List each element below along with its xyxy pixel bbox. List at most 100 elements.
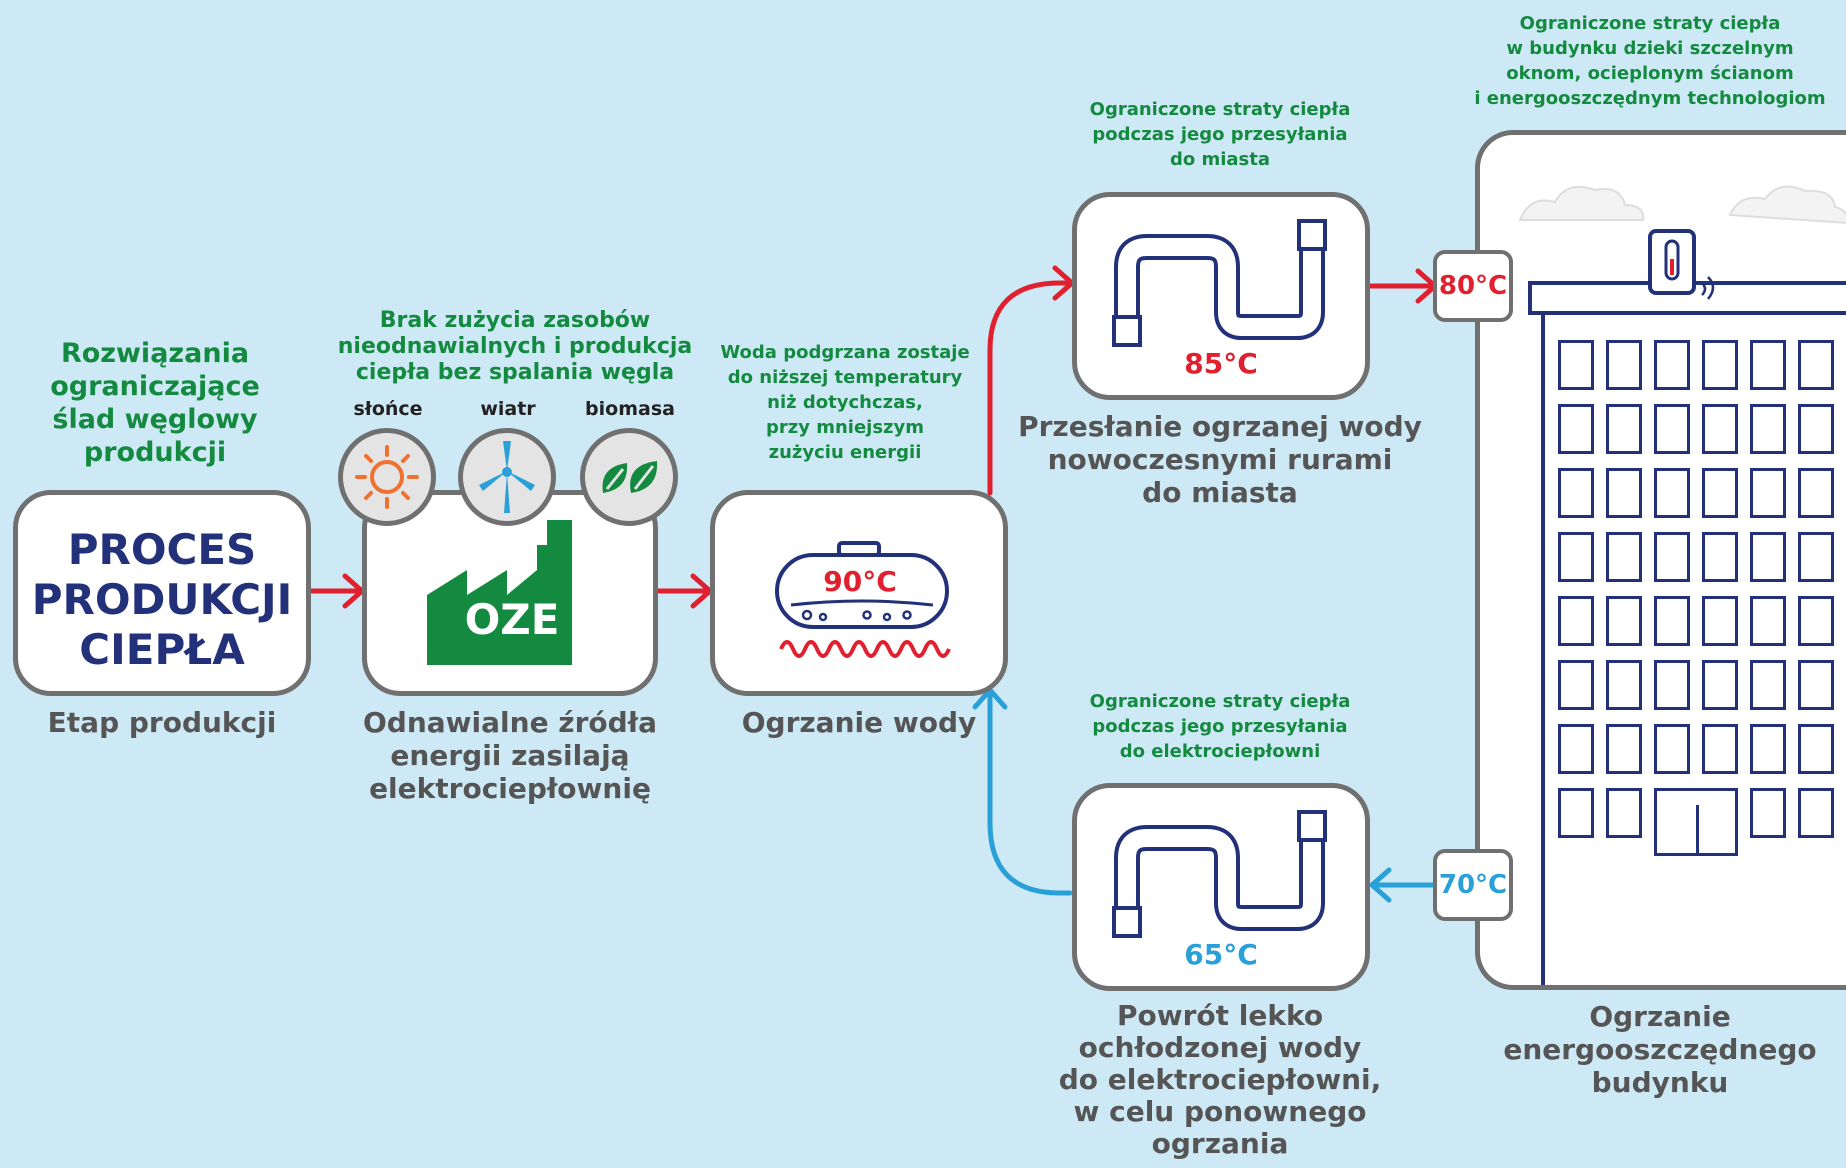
supply-caption: Przesłanie ogrzanej wody nowoczesnymi ru… [1015, 410, 1425, 509]
heating-temperature: 90°C [823, 565, 897, 598]
stage2-caption-line: elektrociepłownię [369, 772, 651, 805]
building-window [1750, 660, 1786, 710]
building-window [1558, 724, 1594, 774]
building-window [1654, 532, 1690, 582]
source-label-sun: słońce [353, 398, 423, 420]
stage1-heading-line: ślad węglowy [52, 404, 258, 435]
building-window [1702, 724, 1738, 774]
supply-note-line: podczas jego przesyłania [1092, 124, 1348, 145]
stage3-note-line: zużyciu energii [768, 442, 922, 463]
building-window [1558, 340, 1594, 390]
building-window [1702, 660, 1738, 710]
building-window [1702, 468, 1738, 518]
building-note-line: i energooszczędnym technologiom [1474, 88, 1826, 109]
stage3-note: Woda podgrzana zostaje do niższej temper… [710, 340, 980, 465]
process-title-line: CIEPŁA [79, 625, 245, 674]
building-note-line: oknom, ocieplonym ścianom [1506, 63, 1794, 84]
building-window [1558, 404, 1594, 454]
wind-turbine-icon [479, 441, 535, 513]
building-window [1702, 532, 1738, 582]
supply-temperature: 85°C [1184, 347, 1258, 380]
oze-label: OZE [464, 595, 560, 644]
building-window [1558, 788, 1594, 838]
return-caption-line: do elektrociepłowni, [1058, 1063, 1382, 1096]
production-process-box: PROCES PRODUKCJI CIEPŁA [13, 490, 311, 696]
building-window [1798, 788, 1834, 838]
building-window [1750, 532, 1786, 582]
sun-circle [338, 428, 436, 526]
supply-caption-line: nowoczesnymi rurami [1047, 443, 1393, 476]
leaves-icon [602, 461, 658, 493]
stage1-heading-line: Rozwiązania [60, 338, 250, 369]
building-window [1798, 468, 1834, 518]
building-window [1654, 596, 1690, 646]
building-note-line: w budynku dzieki szczelnym [1506, 38, 1794, 59]
return-note-line: podczas jego przesyłania [1092, 716, 1348, 737]
arrow-building-to-return [1369, 867, 1436, 903]
stage2-caption-line: Odnawialne źródła [363, 706, 657, 739]
supply-note-line: do miasta [1169, 149, 1271, 170]
arrow-supply-to-building [1366, 268, 1438, 304]
building-window [1606, 404, 1642, 454]
building-window [1750, 724, 1786, 774]
return-note-line: Ograniczone straty ciepła [1089, 691, 1351, 712]
return-caption: Powrót lekko ochłodzonej wody do elektro… [1015, 1000, 1425, 1160]
building-windows [1558, 340, 1846, 970]
building-window [1798, 724, 1834, 774]
building-window [1606, 660, 1642, 710]
building-window [1606, 340, 1642, 390]
arrow-oze-to-heating [656, 573, 713, 609]
building-window [1606, 468, 1642, 518]
building-window [1654, 468, 1690, 518]
process-title-line: PROCES [67, 525, 257, 574]
stage1-heading: Rozwiązania ograniczające ślad węglowy p… [30, 337, 280, 469]
supply-note: Ograniczone straty ciepła podczas jego p… [1070, 97, 1370, 172]
return-caption-line: w celu ponownego [1073, 1095, 1367, 1128]
process-title-line: PRODUKCJI [31, 575, 293, 624]
pipe-icon [1112, 810, 1327, 938]
building-window [1606, 724, 1642, 774]
building-window [1750, 596, 1786, 646]
building-window [1558, 468, 1594, 518]
wind-circle [458, 428, 556, 526]
return-caption-line: Powrót lekko [1116, 999, 1324, 1032]
building-icon [1518, 185, 1846, 985]
stage2-note-line: nieodnawialnych i produkcja [337, 334, 693, 359]
building-window [1750, 788, 1786, 838]
biomass-circle [580, 428, 678, 526]
pipe-icon [1112, 219, 1327, 347]
stage2-caption: Odnawialne źródła energii zasilają elekt… [345, 706, 675, 805]
building-window [1750, 404, 1786, 454]
building-window [1702, 596, 1738, 646]
supply-note-line: Ograniczone straty ciepła [1089, 99, 1351, 120]
building-window [1654, 660, 1690, 710]
building-note: Ograniczone straty ciepła w budynku dzie… [1460, 11, 1840, 111]
building-window [1798, 660, 1834, 710]
stage2-note: Brak zużycia zasobów nieodnawialnych i p… [325, 308, 705, 386]
return-caption-line: ochłodzonej wody [1078, 1031, 1362, 1064]
building-caption-line: Ogrzanie [1589, 1000, 1731, 1033]
building-caption-line: energooszczędnego [1503, 1033, 1817, 1066]
arrow-production-to-oze [309, 573, 365, 609]
building-window [1558, 532, 1594, 582]
building-window [1702, 340, 1738, 390]
supply-pipe-box: 85°C [1072, 192, 1370, 400]
stage3-note-line: niż dotychczas, [767, 392, 923, 413]
building-window [1654, 340, 1690, 390]
building-window [1606, 596, 1642, 646]
building-window [1798, 532, 1834, 582]
building-outlet-temperature: 70°C [1433, 849, 1513, 921]
return-temperature: 65°C [1184, 938, 1258, 971]
stage2-note-line: Brak zużycia zasobów [379, 308, 651, 333]
building-door-split [1696, 805, 1699, 853]
building-window [1798, 596, 1834, 646]
stage3-note-line: Woda podgrzana zostaje [720, 342, 970, 363]
return-note-line: do elektrociepłowni [1119, 741, 1321, 762]
return-note: Ograniczone straty ciepła podczas jego p… [1070, 689, 1370, 764]
building-window [1558, 596, 1594, 646]
building-window [1606, 532, 1642, 582]
production-process-title: PROCES PRODUKCJI CIEPŁA [18, 525, 306, 675]
building-window [1558, 660, 1594, 710]
stage1-heading-line: produkcji [83, 437, 227, 468]
stage2-caption-line: energii zasilają [390, 739, 630, 772]
